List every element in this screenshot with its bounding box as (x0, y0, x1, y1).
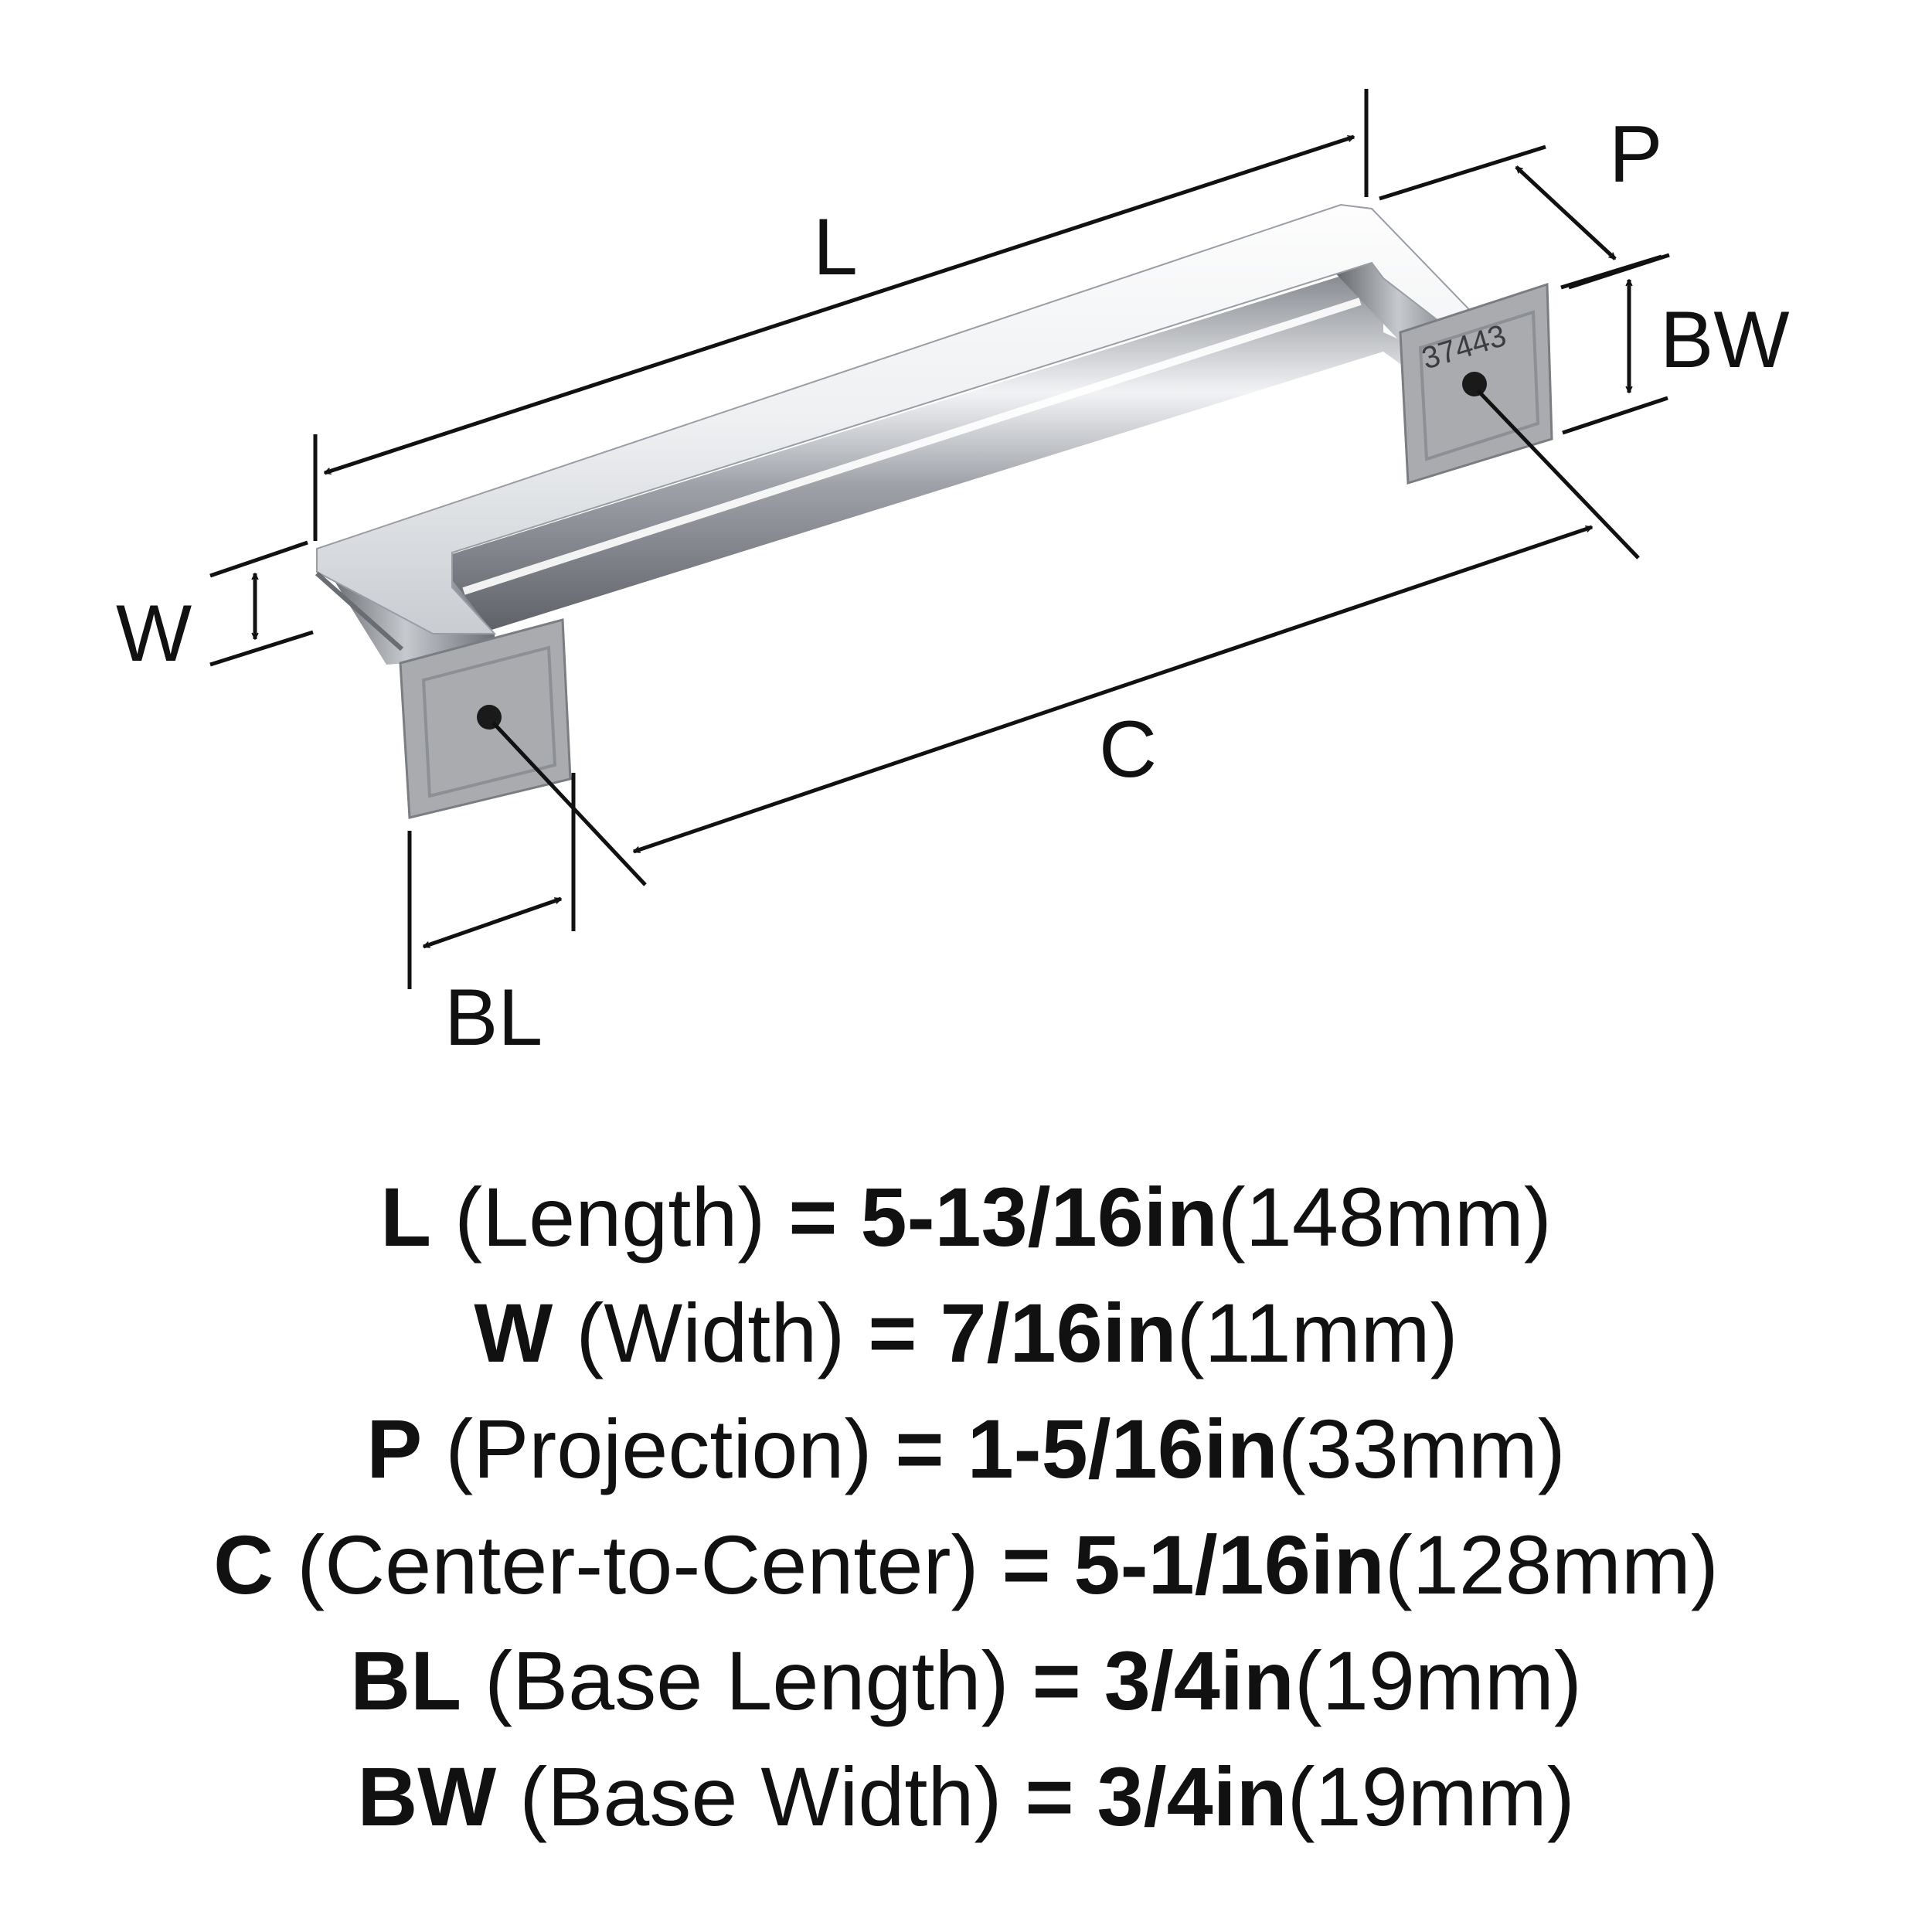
spec-key: P (366, 1402, 423, 1495)
c-dimension-arrow (634, 525, 1592, 854)
spec-desc: (Center-to-Center) (297, 1518, 979, 1611)
spec-row-projection: P (Projection) = 1-5/16in(33mm) (0, 1391, 1932, 1507)
spec-metric: (128mm) (1384, 1518, 1719, 1611)
spec-imperial: 3/4in (1104, 1634, 1294, 1727)
label-c: C (1099, 705, 1157, 794)
spec-equals: = (1032, 1634, 1081, 1727)
spec-imperial: 3/4in (1097, 1750, 1287, 1843)
label-bl: BL (444, 973, 543, 1063)
dimension-diagram: 37443 L W P BW C BL (116, 89, 1790, 1063)
spec-key: BW (357, 1750, 497, 1843)
c-centerline-right (1476, 389, 1640, 560)
handle-highlight (462, 298, 1362, 595)
handle-front-edge (315, 571, 403, 651)
spec-equals: = (1025, 1750, 1074, 1843)
right-screw-hole (1462, 372, 1487, 396)
spec-metric: (19mm) (1287, 1750, 1575, 1843)
spec-imperial: 5-1/16in (1073, 1518, 1385, 1611)
spec-row-center-to-center: C (Center-to-Center) = 5-1/16in(128mm) (0, 1507, 1932, 1623)
left-base-plate (399, 618, 572, 819)
spec-key: BL (350, 1634, 462, 1727)
handle-pull: 37443 (315, 203, 1553, 819)
label-w: W (116, 589, 192, 679)
spec-row-length: L (Length) = 5-13/16in(148mm) (0, 1159, 1932, 1275)
spec-equals: = (788, 1170, 838, 1264)
spec-metric: (33mm) (1277, 1402, 1566, 1495)
spec-equals: = (1002, 1518, 1051, 1611)
spec-row-base-width: BW (Base Width) = 3/4in(19mm) (0, 1739, 1932, 1855)
spec-key: W (474, 1286, 553, 1379)
spec-desc: (Projection) (445, 1402, 872, 1495)
p-dimension-arrow (1515, 165, 1617, 260)
spec-imperial: 7/16in (940, 1286, 1177, 1379)
spec-key: C (213, 1518, 274, 1611)
spec-desc: (Base Width) (519, 1750, 1002, 1843)
bl-dimension-arrow (423, 896, 561, 949)
spec-row-base-length: BL (Base Length) = 3/4in(19mm) (0, 1623, 1932, 1739)
spec-equals: = (868, 1286, 917, 1379)
right-base-plate: 37443 (1399, 282, 1553, 485)
spec-imperial: 5-13/16in (860, 1170, 1218, 1264)
bw-extension-bottom (1562, 396, 1668, 435)
spec-desc: (Base Length) (485, 1634, 1009, 1727)
specification-list: L (Length) = 5-13/16in(148mm) W (Width) … (0, 1159, 1932, 1855)
spec-metric: (148mm) (1217, 1170, 1552, 1264)
l-dimension-arrow (325, 134, 1354, 475)
dimension-lines (209, 89, 1670, 989)
label-l: L (813, 202, 858, 292)
w-extension-bottom (209, 630, 314, 667)
spec-desc: (Width) (576, 1286, 845, 1379)
spec-metric: (19mm) (1294, 1634, 1582, 1727)
c-centerline-left (492, 721, 647, 886)
label-bw: BW (1660, 295, 1790, 385)
w-extension-top (209, 540, 308, 578)
bw-extension-top (1560, 254, 1662, 290)
spec-row-width: W (Width) = 7/16in(11mm) (0, 1275, 1932, 1391)
spec-imperial: 1-5/16in (967, 1402, 1278, 1495)
spec-key: L (380, 1170, 432, 1264)
p-extension-top (1379, 145, 1546, 201)
spec-metric: (11mm) (1176, 1286, 1458, 1379)
spec-equals: = (895, 1402, 944, 1495)
spec-desc: (Length) (454, 1170, 766, 1264)
label-p: P (1609, 110, 1662, 199)
